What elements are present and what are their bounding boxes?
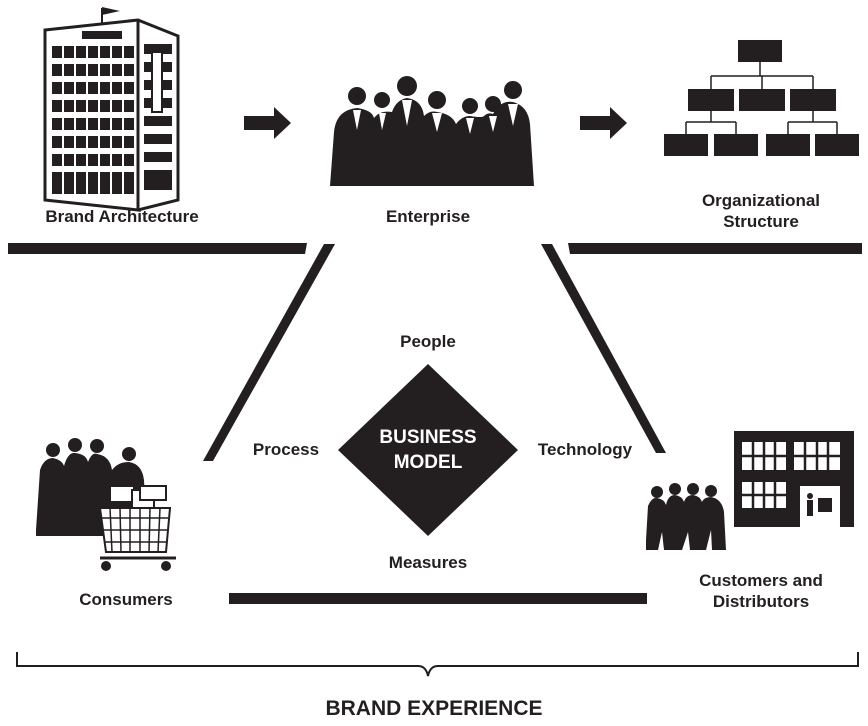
diagonal-line-left <box>203 244 335 461</box>
diamond-line1: BUSINESS <box>379 427 477 448</box>
divider-bar-bottom <box>229 593 647 604</box>
label-technology: Technology <box>537 440 633 459</box>
arrow-right-icon <box>244 107 291 139</box>
business-people-icon <box>330 76 534 186</box>
divider-bar-left <box>8 243 307 254</box>
store-building-icon <box>734 431 854 527</box>
diamond-line2: MODEL <box>393 452 463 473</box>
label-organizational-structure: Organizational Structure <box>676 190 846 232</box>
building-icon <box>43 7 180 212</box>
arrow-right-icon <box>580 107 627 139</box>
business-model-diamond <box>338 364 518 536</box>
diagonal-line-right <box>541 244 666 453</box>
label-enterprise: Enterprise <box>385 207 471 226</box>
label-customers-line1: Customers and <box>699 571 823 590</box>
footer-brand-experience: BRAND EXPERIENCE <box>325 697 543 720</box>
label-org-line2: Structure <box>723 212 799 231</box>
consumers-icon <box>36 438 176 571</box>
brace-bracket <box>16 652 859 677</box>
label-people: People <box>400 332 456 351</box>
label-measures: Measures <box>388 553 468 572</box>
distributors-people-icon <box>646 483 726 550</box>
org-chart-icon <box>664 40 859 156</box>
divider-bar-right <box>568 243 862 254</box>
label-brand-architecture: Brand Architecture <box>45 207 199 226</box>
label-customers-distributors: Customers and Distributors <box>676 570 846 612</box>
label-customers-line2: Distributors <box>712 592 810 611</box>
diamond-label: BUSINESS MODEL <box>358 425 498 475</box>
label-process: Process <box>252 440 320 459</box>
label-org-line1: Organizational <box>701 191 821 210</box>
label-consumers: Consumers <box>79 590 173 609</box>
